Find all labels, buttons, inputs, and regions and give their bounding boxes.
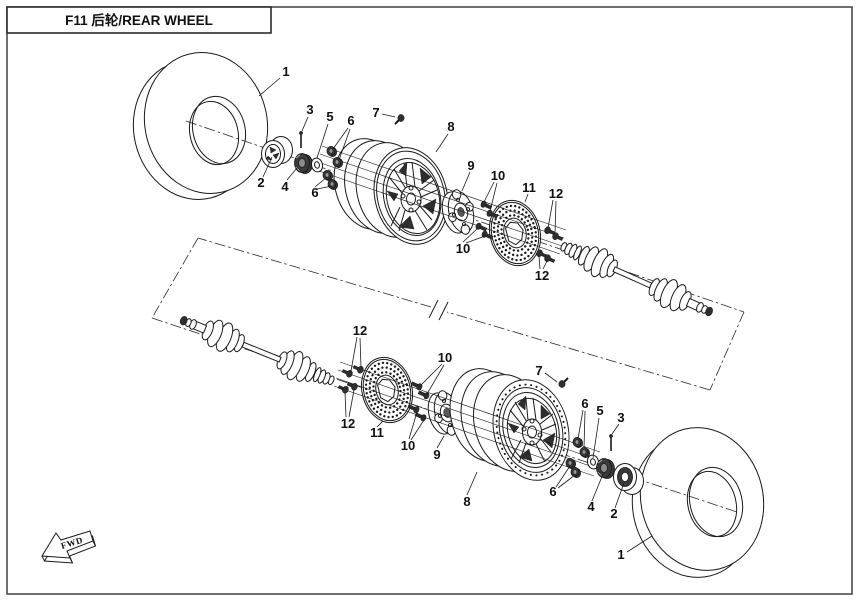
callout-label: 2 [257, 175, 264, 190]
tire-bottom [631, 427, 765, 578]
leader-lines [258, 77, 653, 553]
hub-cap-top [261, 136, 293, 168]
page-border [6, 6, 853, 595]
alignment-guide-lines [315, 145, 601, 477]
callout-label: 12 [341, 416, 355, 431]
callout-label: 10 [401, 438, 415, 453]
callout-label: 4 [281, 179, 289, 194]
break-symbol [428, 299, 449, 321]
callout-label: 2 [610, 506, 617, 521]
callout-label: 10 [438, 350, 452, 365]
callout-label: 5 [596, 403, 603, 418]
callout-label: 7 [535, 363, 542, 378]
callout-label: 12 [535, 268, 549, 283]
callout-label: 12 [353, 323, 367, 338]
fwd-direction-arrow: FWD [41, 530, 97, 564]
callout-label: 6 [581, 396, 588, 411]
callouts-top-assembly: 1 2 3 4 5 6 6 7 8 9 10 10 11 12 12 [257, 64, 563, 283]
callout-label: 4 [587, 499, 595, 514]
tire-bottom-hole [686, 466, 744, 538]
callout-label: 9 [433, 447, 440, 462]
callout-label: 7 [372, 105, 379, 120]
wheel-rim-bottom [449, 368, 570, 481]
callout-label: 5 [326, 109, 333, 124]
callout-label: 1 [282, 64, 289, 79]
title-block: F11 后轮/REAR WHEEL [6, 6, 272, 34]
callout-label: 3 [617, 410, 624, 425]
callout-label: 10 [456, 241, 470, 256]
callout-label: 11 [522, 180, 536, 195]
callout-label: 6 [347, 113, 354, 128]
callout-label: 6 [311, 185, 318, 200]
callout-label: 6 [549, 484, 556, 499]
hub-cap-bottom [613, 463, 644, 495]
callouts-bottom-assembly: 12 12 11 10 10 9 8 7 6 6 5 3 4 2 1 [341, 323, 625, 562]
tire-top-hole [188, 95, 247, 166]
wheel-rim-top [333, 138, 449, 245]
callout-label: 9 [467, 158, 474, 173]
callout-label: 12 [549, 186, 563, 201]
callout-label: 3 [306, 102, 313, 117]
callout-label: 1 [617, 547, 624, 562]
page-title: F11 后轮/REAR WHEEL [65, 12, 213, 28]
callout-label: 10 [491, 168, 505, 183]
callout-label: 8 [447, 119, 454, 134]
callout-label: 11 [370, 425, 384, 440]
callout-label: 8 [463, 494, 470, 509]
